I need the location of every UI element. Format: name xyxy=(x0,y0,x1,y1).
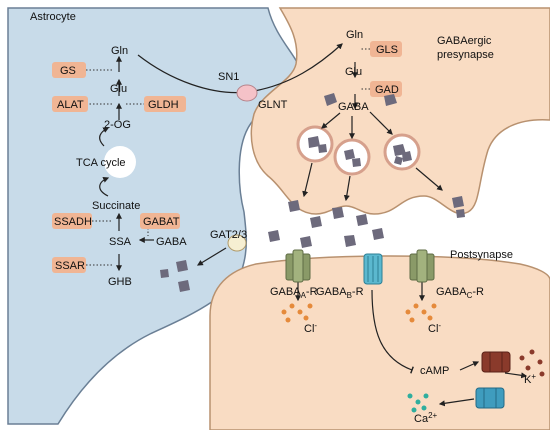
k-label: K+ xyxy=(524,372,536,386)
gabab-label: GABAB-R xyxy=(316,286,364,300)
gaba-molecule xyxy=(394,156,403,165)
gaba-molecules xyxy=(160,93,465,292)
gabaa-receptor xyxy=(285,249,311,283)
enzyme-gldh-box xyxy=(144,96,186,112)
gaba-molecule xyxy=(402,151,412,162)
gabaa-label: GABAA-R xyxy=(270,286,318,300)
astrocyte-enzymes xyxy=(52,62,186,273)
enzyme-gls-box xyxy=(370,41,402,57)
astro-2og: 2-OG xyxy=(104,119,131,131)
presynapse-cell xyxy=(250,7,550,215)
astro-tca: TCA cycle xyxy=(76,157,126,169)
gat-transporter xyxy=(227,234,247,252)
enzyme-ssar-box xyxy=(52,257,86,273)
gat-uptake-arrow xyxy=(196,247,227,266)
enzyme-gabat: GABAT xyxy=(143,216,180,228)
potassium-channel xyxy=(481,351,511,373)
enzyme-gad-box xyxy=(370,81,402,97)
gaba-molecule xyxy=(356,214,368,226)
tca-cycle-blob xyxy=(104,146,136,178)
gabab-receptor xyxy=(363,253,383,285)
presynapse-enzymes xyxy=(370,41,402,97)
gaba-molecule xyxy=(456,209,465,218)
enzyme-ssadh-box xyxy=(52,213,92,229)
enzyme-gs: GS xyxy=(60,65,76,77)
astro-gln: Gln xyxy=(111,45,128,57)
gaba-molecule xyxy=(452,196,464,208)
chloride-ions xyxy=(281,303,437,323)
sn1-label: SN1 xyxy=(218,71,239,83)
gaba-molecule xyxy=(332,207,344,219)
postsynapse-arrows xyxy=(295,272,528,407)
gabac-receptor xyxy=(409,249,435,283)
presynapse-label-1: GABAergic xyxy=(437,35,492,47)
enzyme-gs-box xyxy=(52,62,86,78)
camp-label: cAMP xyxy=(420,365,449,377)
enzyme-gabat-box xyxy=(140,213,180,229)
cl-label-c: Cl- xyxy=(428,321,441,335)
enzyme-alat: ALAT xyxy=(57,99,84,111)
gaba-molecule xyxy=(344,235,356,247)
astrocyte-label: Astrocyte xyxy=(30,11,76,23)
calcium-ions xyxy=(407,393,429,413)
enzyme-alat-box xyxy=(52,96,88,112)
ca-label: Ca2+ xyxy=(414,411,438,425)
gaba-molecule xyxy=(310,216,322,228)
gaba-molecule xyxy=(324,93,337,106)
potassium-ions xyxy=(519,349,545,377)
glnt-label: GLNT xyxy=(258,99,288,111)
astro-glu: Glu xyxy=(110,83,127,95)
astro-succinate: Succinate xyxy=(92,200,140,212)
gaba-molecule xyxy=(178,280,190,292)
gaba-molecule xyxy=(268,230,280,242)
text-labels: Astrocyte GABAergic presynapse Postsynap… xyxy=(30,11,536,425)
astrocyte-arrows xyxy=(99,55,154,272)
presynapse-arrows xyxy=(302,62,443,202)
pre-gln: Gln xyxy=(346,29,363,41)
enzyme-gad: GAD xyxy=(375,84,399,96)
gaba-molecule xyxy=(352,158,361,167)
gaba-molecule xyxy=(318,144,327,153)
astro-gaba: GABA xyxy=(156,236,187,248)
gaba-molecule xyxy=(344,149,355,160)
gaba-molecule xyxy=(384,94,397,106)
presynapse-label-2: presynapse xyxy=(437,49,494,61)
gaba-molecule xyxy=(308,136,320,148)
gaba-molecule xyxy=(372,228,384,240)
gaba-molecule xyxy=(160,269,169,278)
calcium-channel xyxy=(475,387,505,409)
cl-label-a: Cl- xyxy=(304,321,317,335)
astro-ssa: SSA xyxy=(109,236,132,248)
gaba-molecule xyxy=(288,200,300,212)
astro-ghb: GHB xyxy=(108,276,132,288)
enzyme-ssar: SSAR xyxy=(55,260,85,272)
gaba-molecule xyxy=(176,260,188,272)
sn1-glnt-transporter xyxy=(236,84,258,102)
gabac-label: GABAC-R xyxy=(436,286,484,300)
postsynapse-label: Postsynapse xyxy=(450,249,513,261)
enzyme-gls: GLS xyxy=(376,44,398,56)
pre-glu: Glu xyxy=(345,66,362,78)
enzyme-ssadh: SSADH xyxy=(54,216,92,228)
pre-gaba: GABA xyxy=(338,101,369,113)
gat-label: GAT2/3 xyxy=(210,229,247,241)
gaba-molecule xyxy=(300,236,312,248)
enzyme-gldh: GLDH xyxy=(148,99,179,111)
